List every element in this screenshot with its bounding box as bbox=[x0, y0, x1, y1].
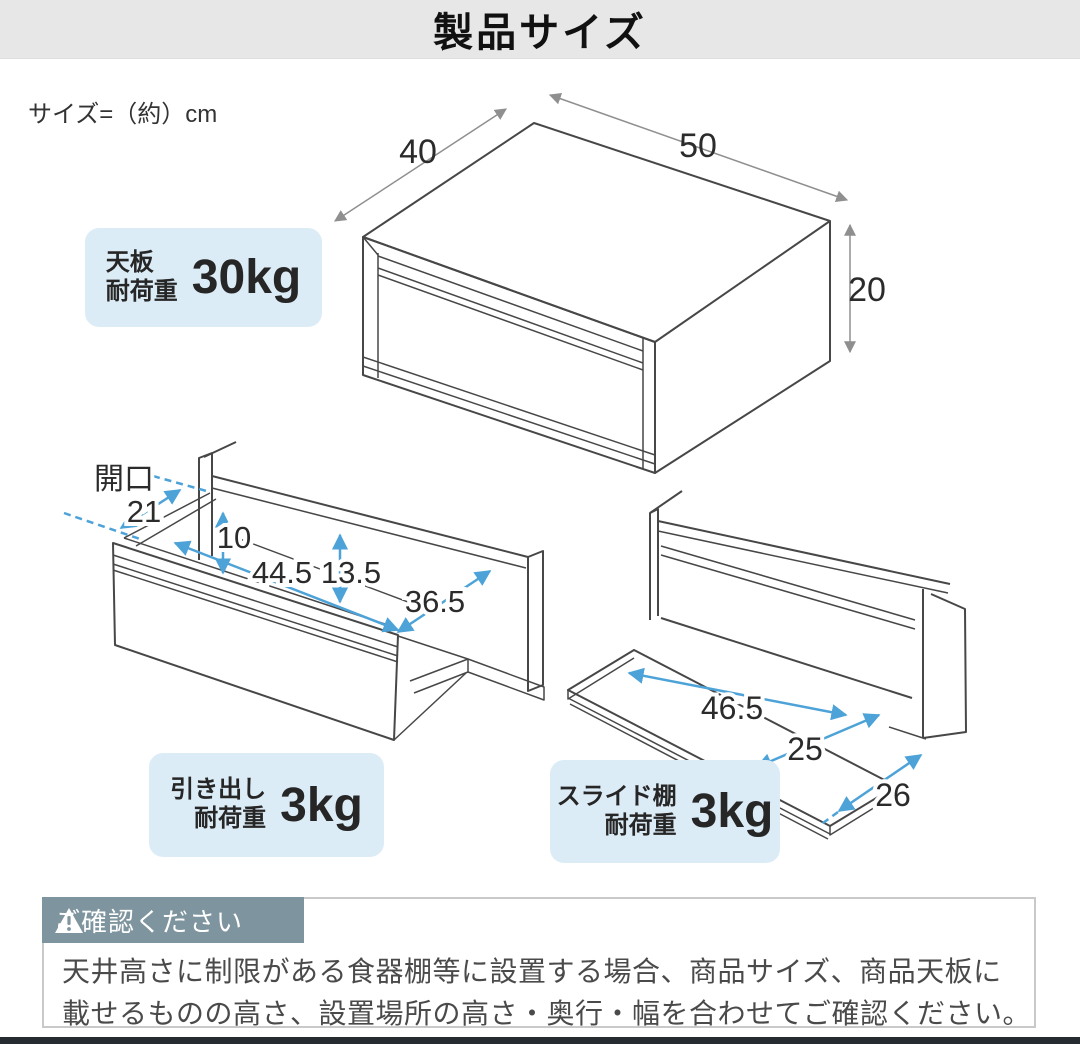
cabinet-dimension-lines bbox=[333, 92, 856, 354]
shelf-dimension-arrows bbox=[627, 667, 923, 828]
dim-arrow-opening-height bbox=[119, 488, 182, 530]
drawer-load-label-line1: 引き出し bbox=[170, 776, 267, 804]
slide-shelf-diagram: 46.5 25 26 bbox=[567, 490, 967, 840]
bottom-bar bbox=[0, 1037, 1080, 1044]
drawer-dimension-arrows bbox=[63, 474, 492, 634]
dim-arrow-usable-depth bbox=[755, 713, 881, 769]
dim-arrow-shelf-depth bbox=[837, 753, 923, 813]
opening-label: 開口 bbox=[94, 463, 154, 496]
slide-shelf-load-badge: スライド棚 耐荷重 3kg bbox=[550, 760, 780, 863]
dim-label-height: 20 bbox=[848, 271, 886, 309]
slide-shelf-load-value: 3kg bbox=[690, 785, 774, 838]
notice-title: ご確認ください bbox=[54, 906, 244, 937]
notice-line-2: 載せるものの高さ、設置場所の高さ・奥行・幅を合わせてご確認ください。 bbox=[62, 998, 1032, 1029]
dim-label-inner-depth: 36.5 bbox=[405, 584, 465, 619]
title-band: 製品サイズ bbox=[0, 0, 1080, 59]
top-panel-load-label: 天板 耐荷重 bbox=[106, 249, 178, 307]
dim-label-inner-height: 13.5 bbox=[321, 555, 381, 590]
drawer-diagram: 開口 21 10 44.5 13.5 36.5 bbox=[63, 441, 545, 741]
dim-label-depth: 40 bbox=[399, 133, 437, 171]
cabinet-diagram: 40 50 20 bbox=[333, 92, 886, 474]
opening-extension-line-top bbox=[152, 474, 211, 494]
notice-header: ご確認ください bbox=[42, 897, 304, 943]
dim-label-opening-height: 21 bbox=[127, 494, 161, 529]
top-panel-load-label-line2: 耐荷重 bbox=[105, 277, 178, 305]
dim-label-usable-depth: 25 bbox=[787, 731, 823, 767]
notice-line-1: 天井高さに制限がある食器棚等に設置する場合、商品サイズ、商品天板に bbox=[62, 956, 1002, 987]
drawer-load-value: 3kg bbox=[280, 778, 363, 832]
dim-arrow-inner-width bbox=[173, 540, 400, 633]
dim-arrow-width bbox=[548, 92, 849, 203]
notice-body: 天井高さに制限がある食器棚等に設置する場合、商品サイズ、商品天板に 載せるものの… bbox=[62, 951, 1032, 1035]
dim-arrow-depth bbox=[333, 108, 508, 222]
dim-label-inner-width: 44.5 bbox=[252, 555, 312, 590]
dim-arrow-inner-depth bbox=[396, 569, 492, 634]
shelf-extension-line bbox=[818, 810, 839, 828]
top-panel-load-badge: 天板 耐荷重 30kg bbox=[85, 228, 322, 327]
dim-label-width: 50 bbox=[679, 127, 717, 165]
drawer-load-badge: 引き出し 耐荷重 3kg bbox=[149, 753, 384, 857]
drawer-load-label-line2: 耐荷重 bbox=[194, 805, 267, 832]
drawer-load-label: 引き出し 耐荷重 bbox=[170, 776, 266, 834]
top-panel-load-value: 30kg bbox=[191, 251, 302, 304]
dim-arrow-shelf-width bbox=[627, 667, 848, 721]
warning-icon bbox=[55, 907, 83, 933]
size-unit-note: サイズ=（約）cm bbox=[28, 101, 218, 128]
drawer-cabinet-outline bbox=[112, 441, 545, 741]
top-panel-load-label-line1: 天板 bbox=[105, 248, 154, 276]
page-title: 製品サイズ bbox=[433, 11, 647, 55]
dim-label-shelf-depth: 26 bbox=[875, 777, 911, 813]
slide-shelf-load-label-line2: 耐荷重 bbox=[604, 811, 677, 839]
dim-label-shelf-width: 46.5 bbox=[701, 690, 763, 726]
slide-shelf-load-label-line1: スライド棚 bbox=[556, 782, 677, 810]
opening-extension-line-bottom bbox=[63, 511, 144, 542]
notice-box: ご確認ください 天井高さに制限がある食器棚等に設置する場合、商品サイズ、商品天板… bbox=[42, 897, 1036, 1029]
cabinet-outline bbox=[362, 122, 831, 474]
slide-shelf-load-label: スライド棚 耐荷重 bbox=[557, 783, 677, 841]
dim-label-inner-height-front: 10 bbox=[217, 520, 251, 555]
